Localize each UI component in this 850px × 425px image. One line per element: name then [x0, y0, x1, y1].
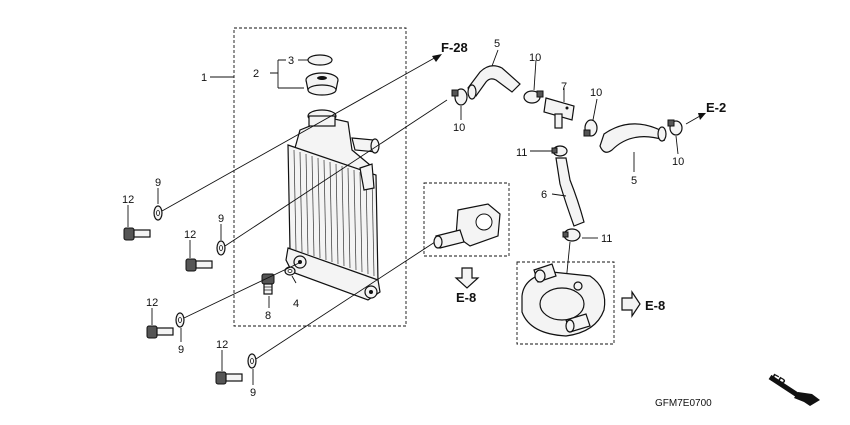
water-pump-cover-box [516, 261, 615, 345]
radiator-group-box [233, 27, 407, 327]
radiator [285, 109, 381, 301]
callout-10-c: 10 [590, 87, 602, 99]
thermostat-housing [433, 203, 501, 249]
callout-11-a: 11 [516, 147, 527, 159]
drain-bolt [261, 273, 275, 295]
hose-clamp-mid-upper [523, 90, 544, 104]
callout-12-a: 12 [122, 194, 134, 206]
callout-12-b: 12 [184, 229, 196, 241]
radiator-core-fins [293, 149, 375, 277]
callout-3: 3 [288, 55, 294, 67]
callout-5-lower: 5 [631, 175, 637, 187]
hose-clamp-upper-small [551, 145, 568, 157]
callout-8: 8 [265, 310, 271, 322]
upper-radiator-hose [467, 65, 521, 100]
e2-arrowhead [698, 113, 706, 120]
cap-seal [307, 54, 333, 66]
hose-joint-t [543, 97, 575, 129]
callout-10-b: 10 [529, 52, 541, 64]
washer-a [153, 205, 163, 221]
e8-right-arrow [621, 290, 641, 318]
f28-arrowhead [432, 54, 442, 62]
assembly-line-thermostat [255, 239, 439, 360]
section-ref-e8-left: E-8 [456, 290, 476, 305]
callout-7: 7 [561, 81, 567, 93]
hose-clamp-mid-right [583, 119, 598, 137]
callout-4: 4 [293, 298, 299, 310]
callout-6: 6 [541, 189, 547, 201]
callout-10-d: 10 [672, 156, 684, 168]
hose-clamp-right [667, 119, 683, 136]
section-ref-f28: F-28 [441, 40, 468, 55]
diagram-code: GFM7E0700 [655, 398, 712, 409]
front-direction-arrow [768, 374, 820, 406]
bypass-hose [599, 123, 667, 153]
thermostat-housing-box [423, 182, 510, 257]
washer-b [216, 240, 226, 256]
bolt-c [146, 325, 174, 339]
callout-12-d: 12 [216, 339, 228, 351]
e2-leader [685, 115, 701, 125]
callout-1: 1 [201, 72, 207, 84]
bolt-d [215, 371, 243, 385]
callout-5-upper: 5 [494, 38, 500, 50]
bolt-a [123, 227, 151, 241]
washer-d [247, 353, 257, 369]
section-ref-e8-right: E-8 [645, 298, 665, 313]
water-pump-hose [555, 157, 585, 227]
section-ref-e2: E-2 [706, 100, 726, 115]
assembly-line-mount-a [183, 262, 300, 319]
callout-9-c: 9 [178, 344, 184, 356]
e8-down-arrow [454, 267, 480, 289]
drain-washer [284, 266, 296, 276]
assembly-line-upper-hose [224, 99, 448, 247]
washer-c [175, 312, 185, 328]
hose-clamp-left [451, 88, 468, 106]
callout-leaders [127, 49, 679, 385]
water-pump-cover [521, 263, 606, 337]
radiator-cap [305, 72, 339, 96]
callout-11-b: 11 [601, 233, 612, 245]
callout-10-a: 10 [453, 122, 465, 134]
callout-9-b: 9 [218, 213, 224, 225]
callout-2: 2 [253, 68, 259, 80]
callout-9-d: 9 [250, 387, 256, 399]
bolt-b [185, 258, 213, 272]
callout-12-c: 12 [146, 297, 158, 309]
hose-clamp-lower-small [562, 228, 581, 242]
assembly-line-f28 [161, 55, 439, 212]
callout-9-a: 9 [155, 177, 161, 189]
